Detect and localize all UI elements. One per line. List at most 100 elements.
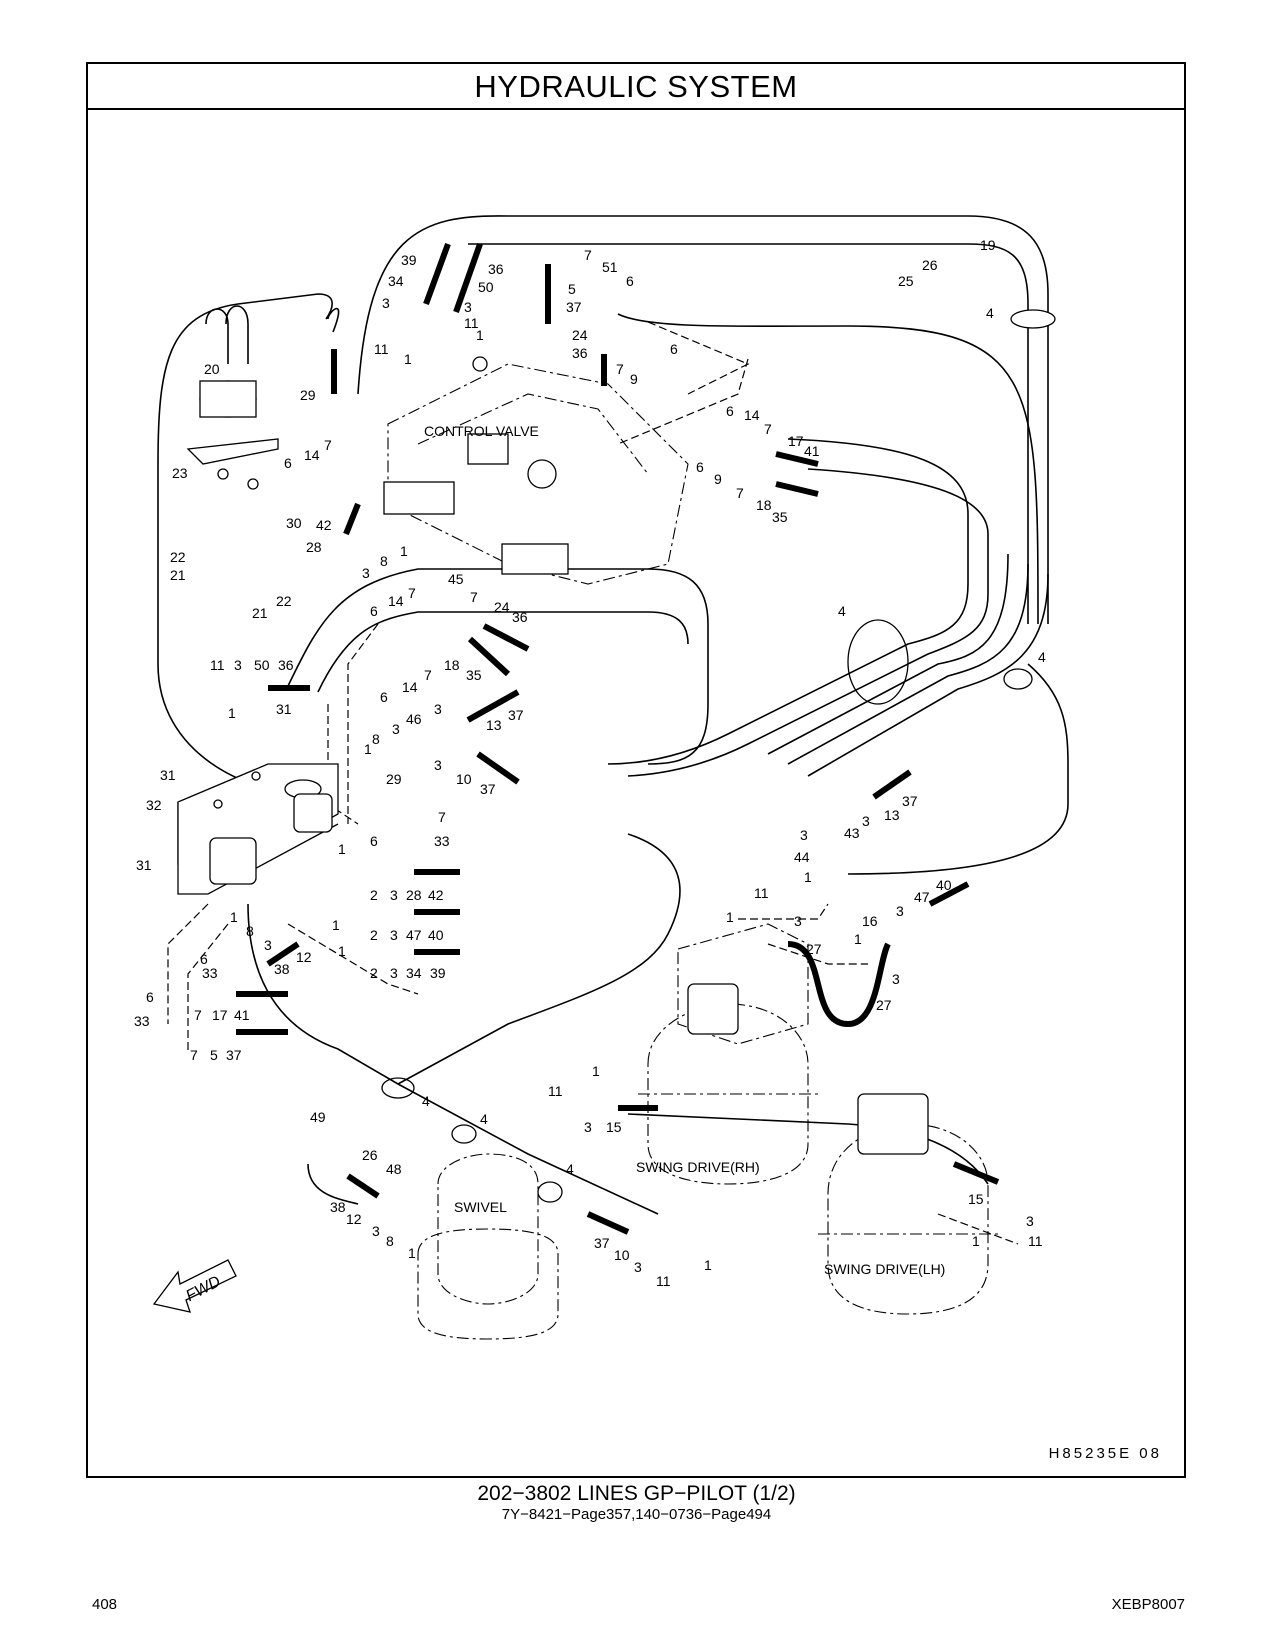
callout-c51: 45	[448, 571, 464, 587]
callout-c84: 33	[434, 833, 450, 849]
footer-title: 202−3802 LINES GP−PILOT (1/2)	[477, 1482, 796, 1505]
callout-c33: 21	[170, 567, 186, 583]
hydraulic-diagram: CONTROL VALVE	[134, 215, 1069, 1340]
control-valve-label: CONTROL VALVE	[424, 423, 539, 439]
callout-c91: 28	[406, 887, 422, 903]
callout-c40: 3	[362, 565, 370, 581]
callout-c46: 6	[696, 459, 704, 475]
callout-c15: 37	[566, 299, 582, 315]
callout-c25: 20	[204, 361, 220, 377]
callout-c50: 35	[772, 509, 788, 525]
callout-c134: 3	[892, 971, 900, 987]
callout-c48: 7	[736, 485, 744, 501]
callout-c155: 37	[594, 1235, 610, 1251]
callout-c140: 15	[606, 1119, 622, 1135]
callout-c81: 29	[386, 771, 402, 787]
callout-c88: 1	[338, 841, 346, 857]
callout-c137: 1	[592, 1063, 600, 1079]
swing-drive-lh: SWING DRIVE(LH)	[818, 1093, 998, 1315]
callout-c2: 34	[388, 273, 404, 289]
callout-c132: 1	[854, 931, 862, 947]
callout-c129: 40	[936, 877, 952, 893]
callout-c30: 23	[172, 465, 188, 481]
callout-c113: 41	[234, 1007, 250, 1023]
ring-clamps	[381, 309, 1056, 1203]
callout-c63: 7	[424, 667, 432, 683]
callout-c3: 3	[382, 295, 390, 311]
callout-labels: 39 34 3 11 1 36 50 3 11 1 7 51 5 6 37 24…	[134, 237, 1046, 1289]
callout-c107: 39	[430, 965, 446, 981]
callout-c139: 3	[584, 1119, 592, 1135]
callout-c18: 7	[616, 361, 624, 377]
callout-c55: 6	[370, 603, 378, 619]
callout-c43: 7	[764, 421, 772, 437]
callout-c110: 6	[146, 989, 154, 1005]
callout-c42: 14	[744, 407, 760, 423]
callout-c59: 18	[444, 657, 460, 673]
callout-c138: 11	[548, 1083, 563, 1099]
callout-c24: 4	[986, 305, 994, 321]
callout-c4: 11	[374, 341, 389, 357]
callout-c157: 3	[634, 1259, 642, 1275]
callout-c47: 9	[714, 471, 722, 487]
hose-lines	[157, 215, 1069, 1215]
callout-c54: 7	[408, 585, 416, 601]
callout-c1: 39	[401, 252, 417, 268]
page-title: HYDRAULIC SYSTEM	[88, 64, 1184, 110]
callout-c22: 26	[922, 257, 938, 273]
callout-c151: 12	[346, 1211, 362, 1227]
callout-c128: 47	[914, 889, 930, 905]
callout-c9: 11	[464, 315, 479, 331]
filter-assembly	[186, 305, 279, 490]
callout-c69: 1	[228, 705, 236, 721]
callout-c86: 32	[146, 797, 162, 813]
callout-c62: 14	[402, 679, 418, 695]
callout-c98: 47	[406, 927, 422, 943]
callout-c41: 6	[726, 403, 734, 419]
callout-c27: 7	[324, 437, 332, 453]
callout-c56: 24	[494, 599, 510, 615]
callout-c106: 34	[406, 965, 422, 981]
callout-c159: 1	[704, 1257, 712, 1273]
callout-c80: 37	[480, 781, 496, 797]
callout-c126: 1	[726, 909, 734, 925]
callout-c112: 17	[212, 1007, 228, 1023]
callout-c156: 10	[614, 1247, 630, 1263]
callout-c73: 8	[372, 731, 380, 747]
callout-c13: 5	[568, 281, 576, 297]
callout-c85: 31	[160, 767, 176, 783]
callout-c104: 2	[370, 965, 378, 981]
callout-c5: 1	[404, 351, 412, 367]
callout-c135: 27	[876, 997, 892, 1013]
document-code: XEBP8007	[1111, 1596, 1185, 1613]
callout-c7: 50	[478, 279, 494, 295]
callout-c153: 8	[386, 1233, 394, 1249]
callout-c89: 2	[370, 887, 378, 903]
callout-c149: 11	[1028, 1233, 1043, 1249]
callout-c72: 3	[434, 701, 442, 717]
callout-c105: 3	[390, 965, 398, 981]
callout-c34: 21	[252, 605, 268, 621]
callout-c36: 42	[316, 517, 332, 533]
callout-c45: 41	[804, 443, 820, 459]
callout-c38: 8	[380, 553, 388, 569]
callout-c90: 3	[390, 887, 398, 903]
callout-c94: 8	[246, 923, 254, 939]
callout-c142: 26	[362, 1147, 378, 1163]
callout-c58: 4	[838, 603, 846, 619]
callout-c52: 7	[470, 589, 478, 605]
callout-c152: 3	[372, 1223, 380, 1239]
callout-c130: 3	[896, 903, 904, 919]
callout-c21: 19	[980, 237, 996, 253]
callout-c11: 7	[584, 247, 592, 263]
callout-c111: 7	[194, 1007, 202, 1023]
callout-c141: 49	[310, 1109, 326, 1125]
callout-c77: 37	[508, 707, 524, 723]
callout-c64: 4	[1038, 649, 1046, 665]
callout-c35: 22	[276, 593, 292, 609]
callout-c57: 36	[512, 609, 528, 625]
callout-c67: 50	[254, 657, 270, 673]
callout-c49: 18	[756, 497, 772, 513]
swing-drive-lh-label: SWING DRIVE(LH)	[824, 1261, 945, 1277]
callout-c39: 1	[400, 543, 408, 559]
